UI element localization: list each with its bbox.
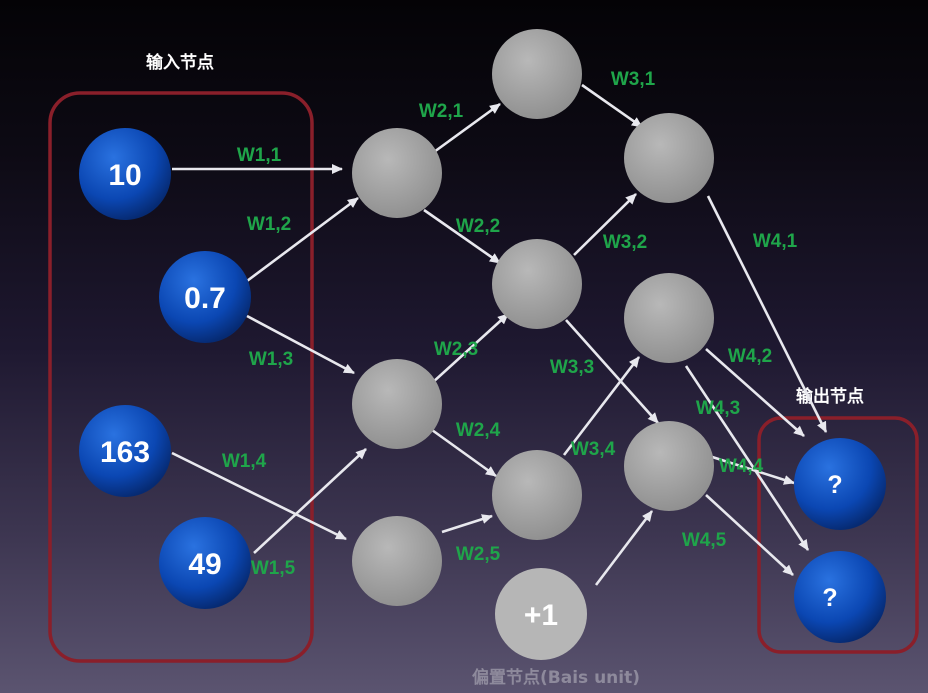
weight-label-w33: W3,3	[550, 357, 594, 378]
input-group-title: 输入节点	[146, 52, 214, 73]
bias-node-caption: 偏置节点(Bais unit)	[472, 667, 640, 688]
bias-node-label: +1	[524, 599, 558, 632]
hidden-node-l3-2	[624, 273, 714, 363]
arrow-w25	[441, 514, 493, 534]
arrow-w12	[246, 196, 359, 283]
arrow-w13	[246, 314, 355, 375]
arrow-w22	[423, 208, 501, 265]
weight-label-w21: W2,1	[419, 101, 464, 122]
hidden-node-l1-2	[352, 359, 442, 449]
input-node-3	[79, 405, 171, 497]
input-node-2-value: 0.7	[184, 282, 226, 315]
input-node-4	[159, 517, 251, 609]
weight-label-w32: W3,2	[603, 232, 647, 253]
arrow-w23	[431, 313, 509, 384]
weight-label-w15: W1,5	[251, 558, 296, 579]
connection-arrows	[171, 83, 828, 586]
weight-label-w14: W1,4	[222, 451, 267, 472]
weight-label-w31: W3,1	[611, 69, 656, 90]
arrow-w21	[433, 102, 501, 154]
input-group-border	[48, 91, 314, 663]
arrow-w33	[565, 319, 659, 424]
input-nodes	[79, 128, 251, 609]
arrow-w31	[581, 83, 643, 129]
output-group-title: 输出节点	[796, 386, 864, 407]
weight-label-w11: W1,1	[237, 145, 282, 166]
arrow-w44	[705, 453, 795, 485]
weight-label-w44: W4,4	[719, 456, 764, 477]
input-node-1-value: 10	[108, 159, 141, 192]
arrow-bias	[594, 510, 654, 586]
arrow-w42	[705, 348, 805, 437]
arrow-w34	[562, 356, 641, 456]
weight-label-w43: W4,3	[696, 398, 740, 419]
weight-label-w12: W1,2	[247, 214, 291, 235]
weight-label-w45: W4,5	[682, 530, 727, 551]
output-node-1	[794, 438, 886, 530]
arrow-w43	[684, 365, 810, 551]
hidden-node-l1-1	[352, 128, 442, 218]
hidden-node-l1-3	[352, 516, 442, 606]
hidden-node-l2-2	[492, 239, 582, 329]
weight-label-w23: W2,3	[434, 339, 478, 360]
weight-label-w24: W2,4	[456, 420, 501, 441]
output-node-2	[794, 551, 886, 643]
hidden-nodes	[352, 29, 714, 606]
weight-labels: W1,1 W1,2 W1,3 W1,4 W1,5 W2,1 W2,2 W2,3 …	[222, 69, 798, 579]
bias-node	[495, 568, 587, 660]
output-group-border	[757, 416, 919, 654]
input-node-3-value: 163	[100, 436, 150, 469]
weight-label-w41: W4,1	[753, 231, 798, 252]
arrow-w24	[431, 428, 497, 478]
weight-label-w42: W4,2	[728, 346, 772, 367]
weight-label-w25: W2,5	[456, 544, 501, 565]
output-node-1-value: ?	[827, 471, 842, 499]
input-node-4-value: 49	[188, 548, 221, 581]
hidden-node-l2-3	[492, 450, 582, 540]
output-node-2-value: ?	[822, 584, 837, 612]
arrow-w14	[171, 451, 347, 541]
output-nodes	[794, 438, 886, 643]
arrow-w15	[253, 448, 367, 554]
input-node-2	[159, 251, 251, 343]
hidden-node-l3-1	[624, 113, 714, 203]
weight-label-w34: W3,4	[571, 439, 616, 460]
input-node-1	[79, 128, 171, 220]
arrow-w32	[573, 193, 637, 256]
arrow-w41	[706, 195, 828, 433]
hidden-node-l3-3	[624, 421, 714, 511]
weight-label-w22: W2,2	[456, 216, 500, 237]
arrow-w45	[705, 494, 794, 576]
hidden-node-l2-1	[492, 29, 582, 119]
weight-label-w13: W1,3	[249, 349, 293, 370]
